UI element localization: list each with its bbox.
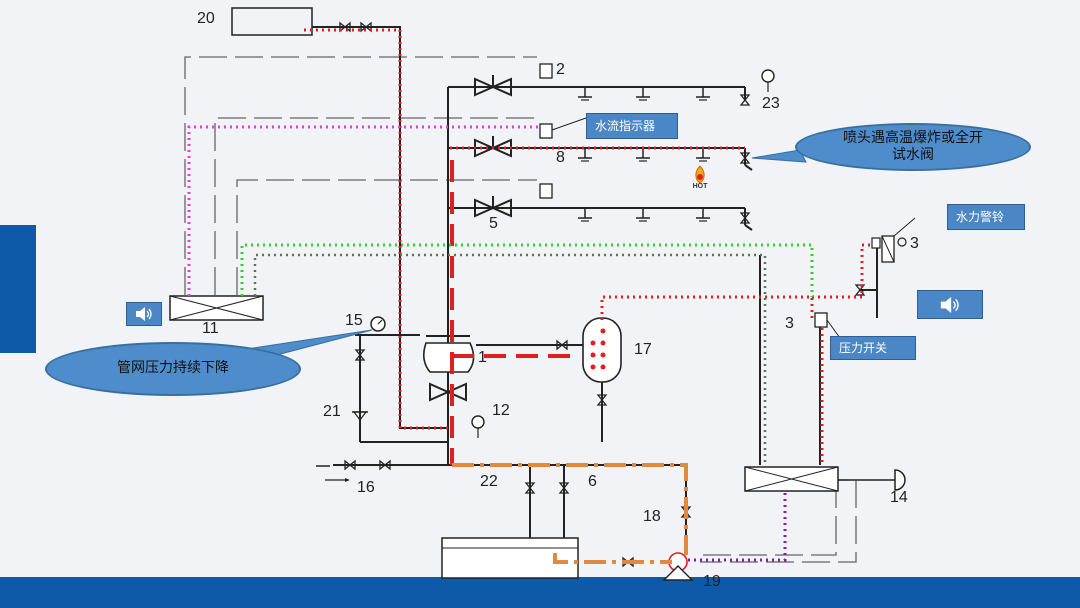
water-alarm-bell-label: 水力警铃 (947, 204, 1025, 230)
num-3-switch: 3 (785, 315, 794, 332)
flow-overlays (187, 28, 870, 564)
num-19: 19 (703, 573, 721, 590)
num-23: 23 (762, 95, 780, 112)
sprinkler-burst-callout: 喷头遇高温爆炸或全开试水阀 (795, 123, 1031, 171)
num-2: 2 (556, 61, 565, 78)
hot-sprinkler-icon: HOT (693, 165, 709, 190)
flow-switch-5 (539, 183, 553, 199)
sprinkler-burst-callout-text: 喷头遇高温爆炸或全开试水阀 (843, 129, 983, 164)
component-numbers: 20 2 23 8 5 3 3 11 15 1 17 21 12 16 22 6… (197, 10, 919, 590)
speaker-icon (136, 307, 152, 321)
side-accent-tab (0, 225, 36, 353)
pressure-drop-callout: 管网压力持续下降 (45, 342, 301, 396)
pump-icon (662, 552, 694, 581)
speaker-button-right[interactable] (917, 290, 983, 319)
alarm-controller-11 (169, 295, 264, 321)
num-11: 11 (202, 320, 219, 337)
pressure-switch-3 (814, 312, 828, 328)
speaker-icon (940, 296, 959, 313)
outlet-14 (894, 469, 906, 491)
tank-20 (231, 7, 313, 36)
speaker-button-left[interactable] (126, 302, 162, 326)
num-1: 1 (478, 349, 487, 366)
pressure-gauge-icon (761, 69, 775, 92)
num-6: 6 (588, 473, 597, 490)
water-alarm-bell-3 (871, 217, 916, 263)
hot-badge-text: HOT (693, 183, 709, 190)
pressure-gauge-icon (471, 415, 485, 438)
num-8: 8 (556, 149, 565, 166)
num-12: 12 (492, 402, 510, 419)
flow-switch-8 (539, 123, 553, 139)
sprinkler-heads (577, 86, 711, 222)
num-5: 5 (489, 215, 498, 232)
num-20: 20 (197, 10, 215, 27)
flow-switch-2 (539, 63, 553, 79)
pressure-tank-17 (582, 317, 622, 383)
num-22: 22 (480, 473, 498, 490)
pressure-switch-label: 压力开关 (830, 336, 916, 360)
pressure-drop-callout-text: 管网压力持续下降 (117, 360, 229, 377)
num-14: 14 (890, 489, 908, 506)
bottom-accent-bar (0, 577, 1080, 608)
num-18: 18 (643, 508, 661, 525)
alarm-valve-1 (422, 335, 475, 401)
num-21: 21 (323, 403, 341, 420)
num-17: 17 (634, 341, 652, 358)
water-reservoir (441, 537, 579, 579)
pressure-gauge-icon (370, 316, 386, 332)
num-15: 15 (345, 312, 363, 329)
num-16: 16 (357, 479, 375, 496)
num-3-bell: 3 (910, 235, 919, 252)
controller-box-7 (744, 466, 839, 492)
water-flow-indicator-label: 水流指示器 (586, 113, 678, 139)
pressure-tank-dots (590, 328, 606, 370)
